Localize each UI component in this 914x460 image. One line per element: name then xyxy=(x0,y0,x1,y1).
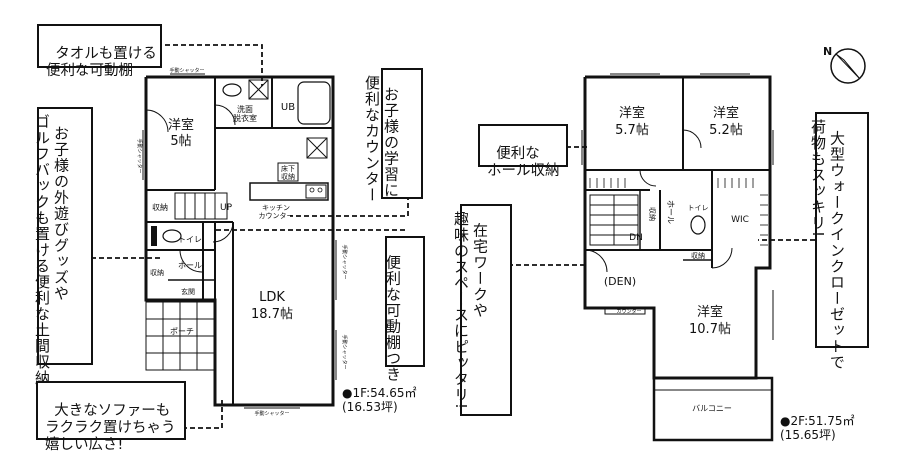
f1-entrance-label: 玄関 xyxy=(181,287,195,296)
callout-golf-storage: お子様の外遊びグッズや ゴルフバックも置ける便利な土間収納 xyxy=(33,107,93,386)
callout-towel-shelf-text: タオルも置ける 便利な可動棚 xyxy=(46,46,157,79)
f1-pantry-label: 床下収納 xyxy=(281,164,295,181)
callout-sofa-text: 大きなソファーも ラクラク置けちゃう 嬉しい広さ! xyxy=(45,403,176,453)
callout-den-text: 在宅ワークや 趣味のスペースにピッタリ! xyxy=(452,211,489,411)
f1-bath-label: UB xyxy=(281,102,295,113)
f1-shutter-bottom: 手動シャッター xyxy=(254,410,289,417)
compass-north-label: N xyxy=(823,45,833,58)
f2-bedroom-b-name: 洋室 xyxy=(713,105,739,121)
f2-storage2-label: 収納 xyxy=(691,251,705,260)
floor2-labels: 洋室 5.7帖 洋室 5.2帖 洋室 10.7帖 収納 ホール DN トイレ 収… xyxy=(604,105,749,413)
f1-washroom-label: 洗面脱衣室 xyxy=(233,104,257,123)
compass xyxy=(830,48,866,84)
f2-dn-label: DN xyxy=(629,233,643,243)
f1-up-label: UP xyxy=(220,203,233,213)
f1-shutter-right-a: 手動シャッター xyxy=(341,244,348,279)
f1-ldk-size: 18.7帖 xyxy=(251,307,293,322)
f1-bedroom-size: 5帖 xyxy=(170,134,191,149)
callout-towel-shelf: タオルも置ける 便利な可動棚 xyxy=(37,24,162,79)
f1-counter-label: キッチンカウンター xyxy=(259,204,294,220)
f2-toilet-label: トイレ xyxy=(688,204,709,212)
callout-hall-storage-text: 便利な ホール収納 xyxy=(487,146,560,179)
f1-shutter-right-b: 手動シャッター xyxy=(341,334,348,369)
callout-golf-storage-text: お子様の外遊びグッズや ゴルフバックも置ける便利な土間収納 xyxy=(33,114,70,386)
f2-counter-label: カウンター xyxy=(616,308,641,315)
floor2-plan xyxy=(581,73,774,442)
compass-ring xyxy=(830,48,866,84)
callout-den: 在宅ワークや 趣味のスペースにピッタリ! xyxy=(452,204,512,416)
floor2-area: ●2F:51.75㎡ (15.65坪) xyxy=(780,414,855,442)
f2-balcony-label: バルコニー xyxy=(692,404,732,413)
callout-movable-shelf-text: 便利な可動棚つき xyxy=(384,254,402,383)
callout-movable-shelf: 便利な可動棚つき xyxy=(384,236,425,383)
f1-shoe-storage-label: 収納 xyxy=(150,268,164,277)
f2-storage-label: 収納 xyxy=(648,207,657,221)
f1-storage-label: 収納 xyxy=(152,202,168,212)
f1-shutter-top: 手動シャッター xyxy=(169,67,204,74)
callout-wic-text: 大型ウォークインクローゼットで 荷物もスッキリ! xyxy=(809,119,846,371)
f2-bedroom-c-size: 10.7帖 xyxy=(689,322,731,337)
floor1-area: ●1F:54.65㎡ (16.53坪) xyxy=(342,386,417,414)
leader-lines xyxy=(91,44,815,429)
f1-toilet-label: トイレ xyxy=(178,235,202,244)
callout-hall-storage: 便利な ホール収納 xyxy=(478,124,568,179)
f2-bedroom-b-size: 5.2帖 xyxy=(709,123,743,138)
f2-bedroom-c-name: 洋室 xyxy=(697,304,723,320)
callout-study-counter: お子様の学習に 便利なカウンター xyxy=(363,68,423,203)
f1-hall-label: ホール xyxy=(178,261,202,270)
callout-study-counter-text: お子様の学習に 便利なカウンター xyxy=(363,75,400,203)
f1-bedroom-name: 洋室 xyxy=(168,117,194,133)
f2-bedroom-a-size: 5.7帖 xyxy=(615,123,649,138)
f2-bedroom-a-name: 洋室 xyxy=(619,105,645,121)
floor1-labels: 洋室 5帖 洗面脱衣室 UB 床下収納 キッチンカウンター 収納 UP トイレ … xyxy=(136,67,348,417)
f1-ldk-name: LDK xyxy=(259,290,285,305)
floor2-balcony-outline xyxy=(652,376,774,442)
floor1-plan xyxy=(142,73,337,409)
callout-wic: 大型ウォークインクローゼットで 荷物もスッキリ! xyxy=(809,112,869,371)
f2-wic-label: WIC xyxy=(731,215,749,225)
floor1-outer-wall xyxy=(144,75,335,407)
f2-hall-label: ホール xyxy=(666,200,675,224)
f2-den-label: (DEN) xyxy=(604,275,636,288)
callout-sofa: 大きなソファーも ラクラク置けちゃう 嬉しい広さ! xyxy=(36,381,186,453)
f1-porch-label: ポーチ xyxy=(170,327,194,336)
f1-shutter-left: 手動シャッター xyxy=(136,138,143,173)
